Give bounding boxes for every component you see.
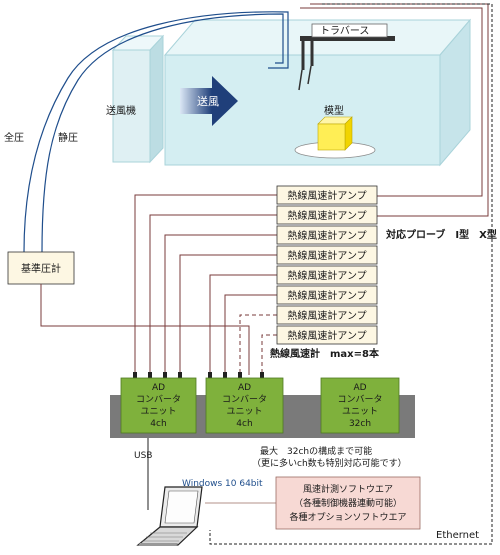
connector-pin xyxy=(178,372,182,379)
os-label: Windows 10 64bit xyxy=(182,479,263,489)
connector-pin xyxy=(223,372,227,379)
converter-label: AD xyxy=(238,383,251,393)
max-label: 熱線風速計 max=8本 xyxy=(270,347,380,360)
connector-pin xyxy=(208,372,212,379)
amp-unit: 熱線風速計アンプ xyxy=(179,245,378,376)
amp-cable xyxy=(209,274,277,376)
amp-label: 熱線風速計アンプ xyxy=(287,289,366,302)
pitot-tubes: 全圧 静圧 xyxy=(4,11,289,253)
amp-label: 熱線風速計アンプ xyxy=(287,329,366,342)
amp-unit: 熱線風速計アンプ xyxy=(224,285,378,376)
ethernet-label: Ethernet xyxy=(436,530,479,541)
connector-pin xyxy=(238,372,242,379)
amp-unit: 熱線風速計アンプ xyxy=(149,205,378,376)
traverse-label: トラバース xyxy=(320,25,369,37)
software-line3: 各種オプションソフトウエア xyxy=(289,511,406,523)
software-line1: 風速計測ソフトウエア xyxy=(303,483,393,495)
amp-cable xyxy=(164,234,277,376)
amp-label: 熱線風速計アンプ xyxy=(287,229,366,242)
converter-label: 32ch xyxy=(349,419,371,429)
amp-unit: 熱線風速計アンプ xyxy=(209,265,378,376)
connector-pin xyxy=(148,372,152,379)
airflow-arrow: 送風 xyxy=(180,76,238,126)
amp-box xyxy=(276,325,378,345)
converter-box xyxy=(205,377,284,434)
blower-label: 送風機 xyxy=(106,104,136,117)
reference-manometer: 基準圧計 xyxy=(7,251,250,375)
model: 模型 xyxy=(294,104,376,159)
amp-cable xyxy=(261,334,277,376)
traverse: トラバース xyxy=(298,23,395,91)
converter-label: コンバータ xyxy=(222,394,267,405)
blower-unit: 送風機 xyxy=(106,34,165,164)
amp-box xyxy=(276,205,378,225)
airflow-label: 送風 xyxy=(197,94,219,108)
amp-stack: 熱線風速計アンプ熱線風速計アンプ熱線風速計アンプ熱線風速計アンプ熱線風速計アンプ… xyxy=(133,185,378,379)
connector-pin xyxy=(260,372,264,379)
software-line2: （各種制御機器連動可能） xyxy=(294,497,402,509)
amp-cable xyxy=(224,294,277,376)
capacity-note-line1: 最大 32chの構成まで可能 xyxy=(260,445,372,457)
manometer-label: 基準圧計 xyxy=(21,262,61,275)
converter-row: ADコンバータユニット4chADコンバータユニット4chADコンバータユニット3… xyxy=(120,377,400,434)
amp-unit: 熱線風速計アンプ xyxy=(239,305,378,376)
probe-label: 対応プローブ I型 X型 xyxy=(385,228,497,241)
software-box: 風速計測ソフトウエア （各種制御機器連動可能） 各種オプションソフトウエア xyxy=(275,476,421,530)
converter-box xyxy=(120,377,197,434)
amp-box xyxy=(276,225,378,245)
amp-label: 熱線風速計アンプ xyxy=(287,269,366,282)
amp-label: 熱線風速計アンプ xyxy=(287,209,366,222)
amp-cable xyxy=(134,194,277,376)
amp-cable xyxy=(239,314,277,376)
amp-unit: 熱線風速計アンプ xyxy=(164,225,378,376)
converter-label: 4ch xyxy=(150,419,166,429)
amp-box xyxy=(276,185,378,205)
amp-cable xyxy=(149,214,277,376)
converter-label: ユニット xyxy=(226,407,262,417)
connector-pin xyxy=(133,372,137,379)
converter-label: 4ch xyxy=(236,419,252,429)
amp-label: 熱線風速計アンプ xyxy=(287,249,366,262)
amp-box xyxy=(276,245,378,265)
converter-box xyxy=(320,377,400,434)
connector-pin xyxy=(163,372,167,379)
amp-box xyxy=(276,305,378,325)
laptop-icon xyxy=(136,486,203,546)
ethernet-line xyxy=(209,3,493,545)
converter-label: コンバータ xyxy=(337,394,382,405)
model-label: 模型 xyxy=(324,104,344,117)
amp-box xyxy=(276,265,378,285)
converter-label: コンバータ xyxy=(136,394,181,405)
amp-label: 熱線風速計アンプ xyxy=(287,309,366,322)
amp-label: 熱線風速計アンプ xyxy=(287,189,366,202)
amp-unit: 熱線風速計アンプ xyxy=(134,185,378,376)
converter-label: ユニット xyxy=(140,407,176,417)
static-pressure-label: 静圧 xyxy=(58,131,78,144)
amp-cable xyxy=(179,254,277,376)
total-pressure-label: 全圧 xyxy=(4,131,24,144)
amp-box xyxy=(276,285,378,305)
converter-label: ユニット xyxy=(342,407,378,417)
capacity-note-line2: （更に多いch数も特別対応可能です） xyxy=(252,457,407,469)
usb-label: USB xyxy=(134,451,152,461)
amp-unit: 熱線風速計アンプ xyxy=(261,325,378,376)
converter-label: AD xyxy=(152,383,165,393)
converter-label: AD xyxy=(353,383,366,393)
